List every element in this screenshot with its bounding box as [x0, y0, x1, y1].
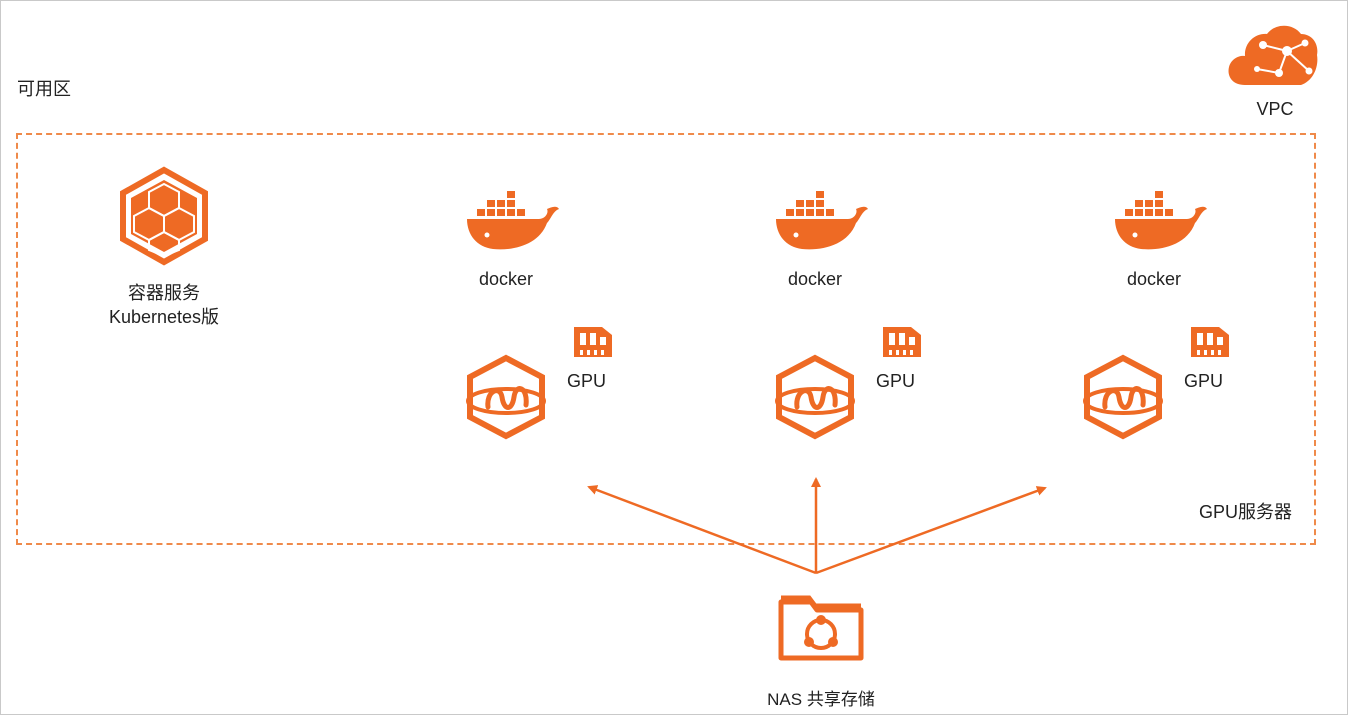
gpu-instance-icon	[466, 354, 546, 440]
vpc-label: VPC	[1256, 99, 1294, 119]
nas-label: NAS 共享存储	[767, 690, 875, 709]
gpu-label: GPU	[876, 371, 916, 391]
container-service-icon	[120, 166, 208, 266]
docker-label: docker	[478, 269, 534, 289]
nas-folder-icon	[778, 595, 864, 661]
gpu-chip-icon	[574, 327, 612, 357]
arrow-to-node-3	[815, 486, 1047, 575]
arrow-to-node-1	[587, 485, 817, 575]
gpu-server-label: GPU服务器	[1199, 502, 1293, 522]
docker-icon	[1115, 191, 1207, 250]
gpu-instance-icon	[775, 354, 855, 440]
gpu-label: GPU	[1184, 371, 1224, 391]
cloud-network-icon	[1228, 25, 1318, 85]
docker-icon	[776, 191, 868, 250]
gpu-label: GPU	[567, 371, 607, 391]
k8s-label-line1: 容器服务	[128, 283, 200, 303]
k8s-label-line2: Kubernetes版	[108, 307, 220, 327]
gpu-chip-icon	[1191, 327, 1229, 357]
gpu-instance-icon	[1083, 354, 1163, 440]
gpu-chip-icon	[883, 327, 921, 357]
gpu-server-zone	[16, 133, 1316, 545]
docker-label: docker	[1126, 269, 1182, 289]
availability-zone-label: 可用区	[17, 79, 71, 99]
docker-icon	[467, 191, 559, 250]
docker-label: docker	[787, 269, 843, 289]
